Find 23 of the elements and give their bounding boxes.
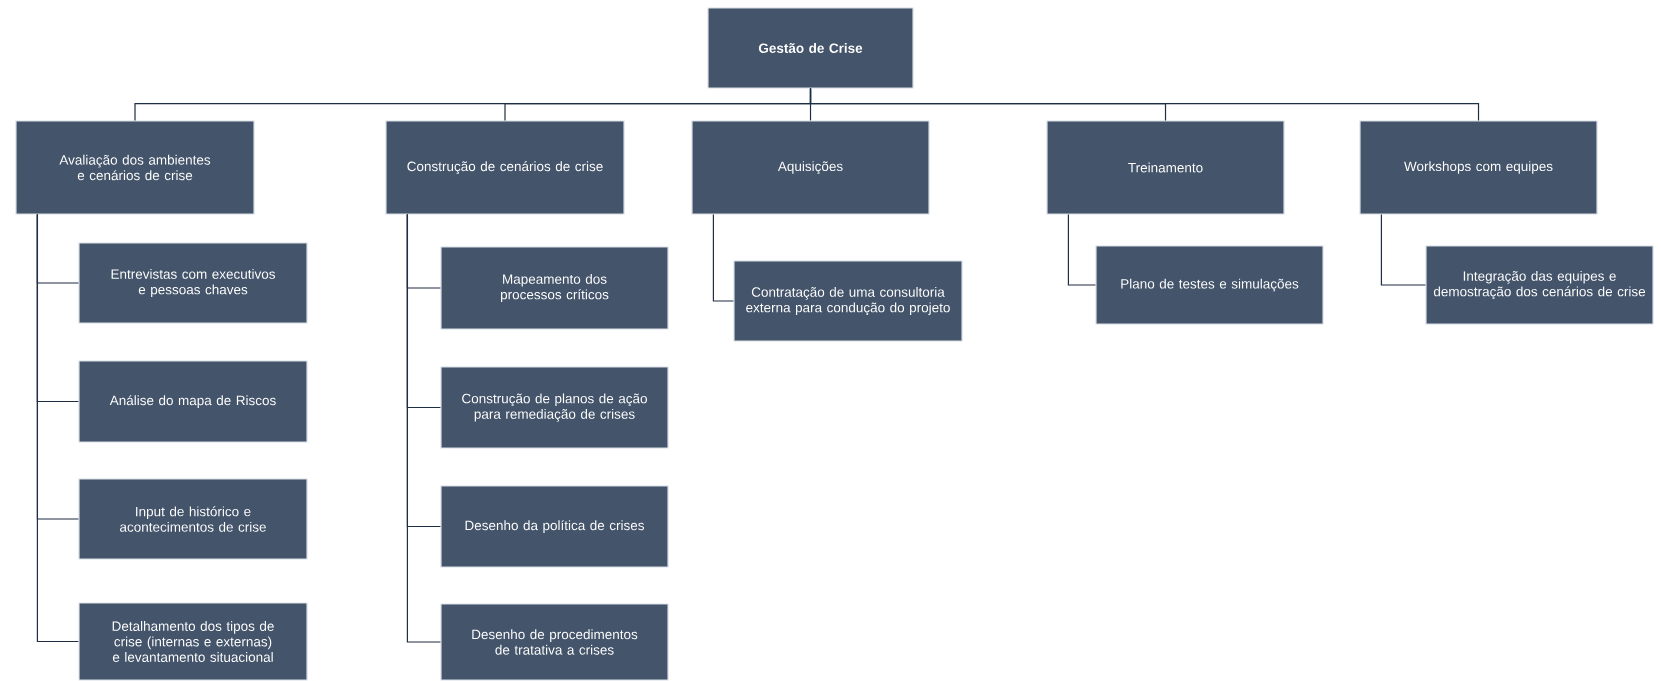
connector-line [406,214,441,643]
process-box: Integração das equipes e demostração dos cenários de crise [1425,245,1654,325]
process-box: Contratação de uma consultoria externa para condução do projeto [733,260,963,342]
process-box: Construção de planos de ação para remediação de crises [440,366,669,449]
process-box: Entrevistas com executivos e pessoas chaves [78,242,308,324]
process-box: Mapeamento dos processos críticos [440,246,669,330]
process-box: Aquisições [691,120,930,215]
connector-line [1067,214,1096,286]
process-box: Construção de cenários de crise [385,120,625,215]
connector-line [809,88,1480,121]
connector-line [1380,214,1426,286]
process-box: Avaliação dos ambientes e cenários de crise [15,120,255,215]
process-box: Detalhamento dos tipos de crise (internas e externas) e levantamento situacional [78,602,308,681]
connector-line [712,214,734,302]
process-box: Desenho de procedimentos de tratativa a crises [440,603,669,681]
connector-line [36,214,79,643]
process-box: Workshops com equipes [1359,120,1598,215]
process-box: Plano de testes e simulações [1095,245,1324,325]
process-box: Gestão de Crise [707,7,914,89]
process-box: Treinamento [1046,120,1285,215]
process-box: Input de histórico e acontecimentos de crise [78,478,308,560]
process-box: Análise do mapa de Riscos [78,360,308,443]
process-box: Desenho da política de crises [440,485,669,568]
